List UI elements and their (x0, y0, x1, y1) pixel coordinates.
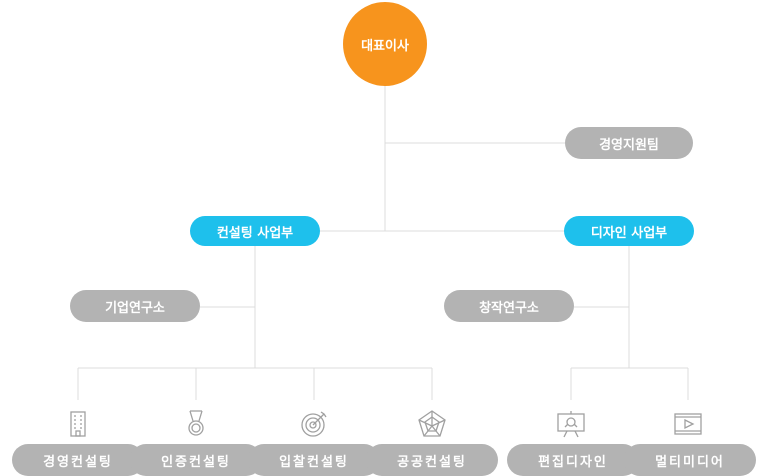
public-consulting-label: 공공컨설팅 (397, 454, 467, 470)
design-division-node: 디자인 사업부 (564, 216, 694, 246)
corporate-lab-label: 기업연구소 (105, 300, 165, 316)
radar-icon (416, 408, 448, 440)
consulting-division-label: 컨설팅 사업부 (216, 225, 294, 241)
ceo-node: 대표이사 (343, 2, 427, 86)
editorial-design-node: 편집디자인 (507, 444, 639, 476)
consulting-division-node: 컨설팅 사업부 (190, 216, 320, 246)
multimedia-label: 멀티미디어 (655, 454, 725, 470)
bidding-consulting-node: 입찰컨설팅 (248, 444, 380, 476)
video-play-icon (672, 408, 704, 440)
creative-lab-label: 창작연구소 (479, 300, 539, 316)
support-team-node: 경영지원팀 (565, 127, 693, 159)
management-consulting-label: 경영컨설팅 (43, 454, 113, 470)
corporate-lab-node: 기업연구소 (70, 290, 200, 322)
ceo-label: 대표이사 (361, 38, 409, 54)
editorial-design-label: 편집디자인 (538, 454, 608, 470)
medal-icon (180, 408, 212, 440)
bidding-consulting-label: 입찰컨설팅 (279, 454, 349, 470)
creative-lab-node: 창작연구소 (444, 290, 574, 322)
support-team-label: 경영지원팀 (599, 137, 659, 153)
certification-consulting-label: 인증컨설팅 (161, 454, 231, 470)
design-division-label: 디자인 사업부 (590, 225, 668, 241)
easel-icon (555, 408, 587, 440)
management-consulting-node: 경영컨설팅 (12, 444, 144, 476)
certification-consulting-node: 인증컨설팅 (130, 444, 262, 476)
building-icon (62, 408, 94, 440)
multimedia-node: 멀티미디어 (624, 444, 756, 476)
target-icon (298, 408, 330, 440)
public-consulting-node: 공공컨설팅 (366, 444, 498, 476)
